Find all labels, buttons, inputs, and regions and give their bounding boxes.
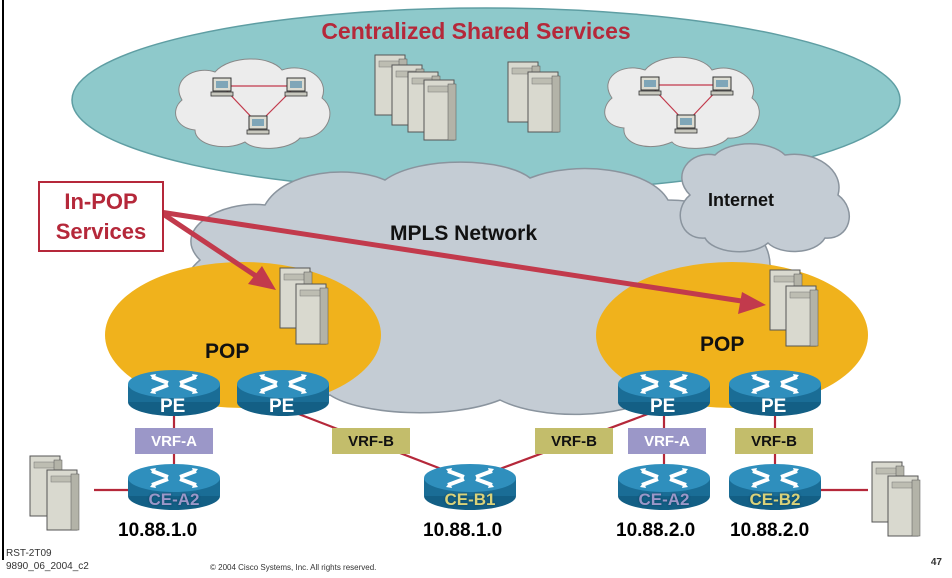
pe-label: PE [761,396,787,417]
site-right-servers [871,461,921,537]
slide-number: 47 [930,557,942,568]
vrf-tag-box-2 [332,428,410,454]
in-pop-services-callout: In-POP Services [38,181,164,252]
pop-label: POP [205,340,250,363]
pe-label: PE [650,396,676,417]
callout-arrows [158,209,766,314]
pc-group-left [175,58,331,149]
callout-line-2: Services [55,219,147,244]
vrf-tag-box-5 [735,428,813,454]
diagram-title: Centralized Shared Services [321,18,631,44]
vrf-tag-box-4 [628,428,706,454]
subnet-label: 10.88.2.0 [616,520,696,541]
vrf-tag-box-3 [535,428,613,454]
pc-group-right [604,56,760,149]
server-icon [527,71,561,133]
callout-line-1: In-POP [64,189,138,214]
ce-label: CE-B2 [749,490,801,509]
server-icon [423,79,457,141]
ce-label: CE-A2 [638,490,690,509]
footer-code: RST-2T09 [6,548,52,559]
vrf-tag-label: VRF-B [551,433,597,450]
arrow-line [158,209,264,283]
internet-label: Internet [708,190,775,210]
pe-label: PE [160,396,186,417]
vrf-tag-label: VRF-B [348,433,394,450]
ce-label: CE-A2 [148,490,200,509]
footer-copyright: © 2004 Cisco Systems, Inc. All rights re… [210,563,377,572]
vrf-tag-label: VRF-A [644,433,690,450]
server-icon [785,285,819,347]
vrf-tag-box-1 [135,428,213,454]
vrf-tag-label: VRF-A [151,433,197,450]
internet-cloud [679,143,851,253]
server-icon [46,469,80,531]
pc-icon [710,76,734,96]
pe-label: PE [269,396,295,417]
subnet-label: 10.88.1.0 [423,520,503,541]
pc-icon [638,76,662,96]
site-left-servers [29,455,80,531]
subnet-label: 10.88.2.0 [730,520,810,541]
server-icon [887,475,921,537]
ce-label: CE-B1 [444,490,496,509]
subnet-label: 10.88.1.0 [118,520,198,541]
pc-icon [210,77,234,97]
footer-deck-id: 9890_06_2004_c2 [6,561,89,572]
arrowhead [738,292,766,314]
vrf-tag-label: VRF-B [751,433,797,450]
arrow-line [159,209,749,305]
pc-icon [246,115,270,135]
arrowhead [248,266,276,290]
pc-icon [674,114,698,134]
mpls-network-label: MPLS Network [390,222,538,245]
server-icon [295,283,329,345]
pop-label: POP [700,333,745,356]
pc-icon [284,77,308,97]
